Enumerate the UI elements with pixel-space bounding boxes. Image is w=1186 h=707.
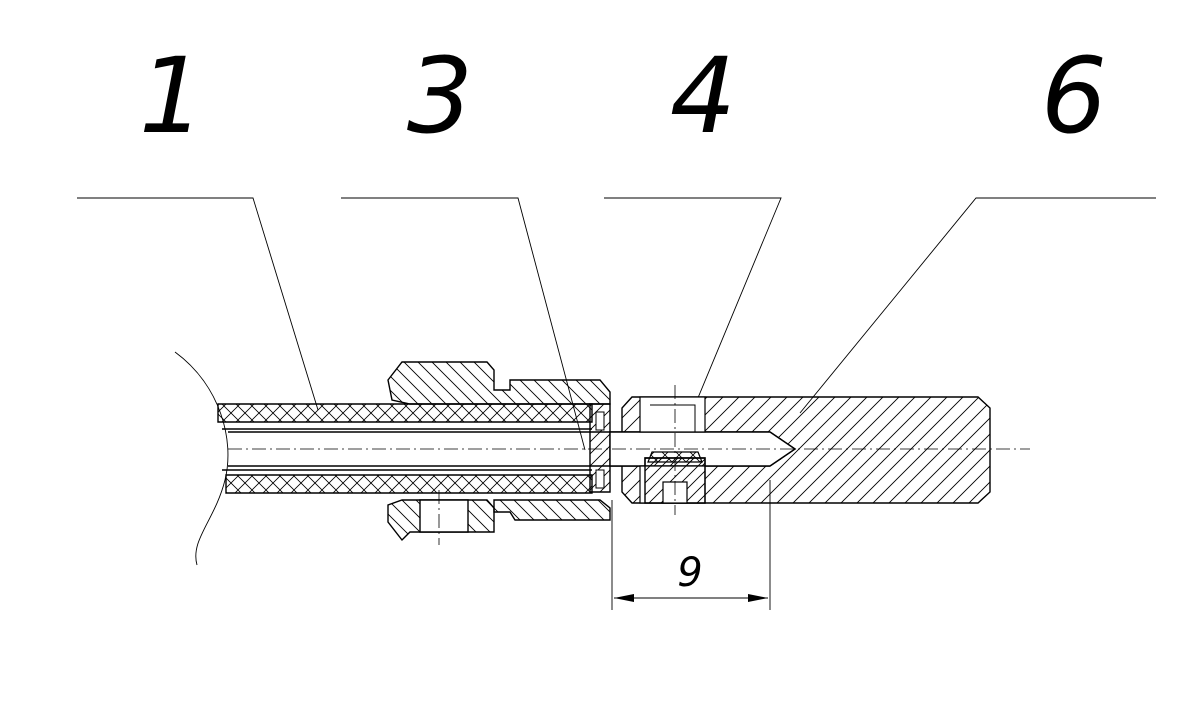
union-nut (387, 361, 611, 545)
set-screw-part-4 (644, 385, 706, 515)
leader-line-6 (799, 197, 1156, 414)
tube-part-1 (217, 403, 593, 494)
callout-label-1: 1 (139, 35, 205, 157)
dimension-value: 9 (677, 550, 702, 596)
callout-label-3: 3 (407, 35, 473, 157)
leader-line-1 (77, 197, 319, 411)
callout-label-6: 6 (1041, 35, 1107, 157)
dimension-9: 9 (611, 480, 771, 610)
leader-line-3 (341, 197, 586, 451)
break-line (174, 351, 229, 566)
ferrule (589, 403, 611, 493)
callout-label-4: 4 (670, 35, 736, 157)
leader-line-4 (604, 197, 782, 459)
